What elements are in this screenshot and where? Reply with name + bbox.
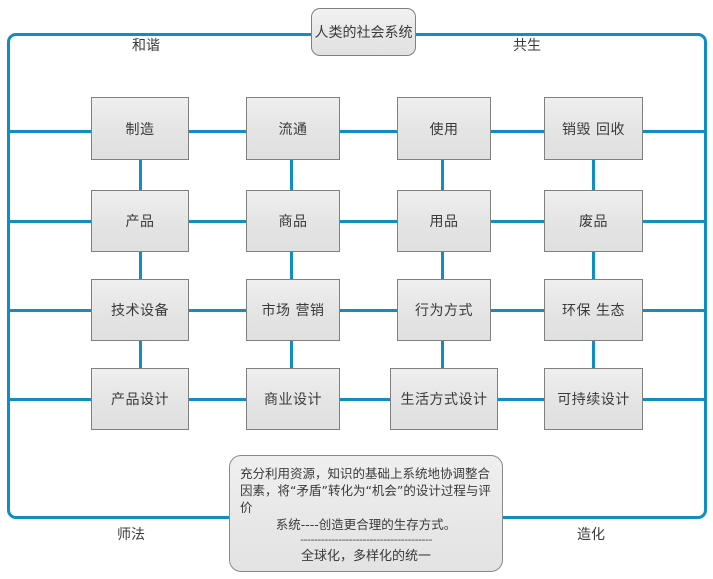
node-row-2-col-3[interactable]: 用品 <box>397 190 491 252</box>
node-row-4-col-4[interactable]: 可持续设计 <box>544 368 643 430</box>
connector-right-row-3 <box>641 309 707 312</box>
node-label: 市场 营销 <box>261 303 325 319</box>
node-label: 用品 <box>429 214 459 230</box>
node-row-1-col-1[interactable]: 制造 <box>91 97 189 160</box>
connector-row-4-col-2-3 <box>338 398 399 401</box>
note-separator: -------------------------------------- <box>300 533 432 546</box>
node-label: 产品 <box>125 214 155 230</box>
node-label: 行为方式 <box>415 303 473 319</box>
node-row-1-col-3[interactable]: 使用 <box>397 97 491 160</box>
node-label: 废品 <box>579 214 608 230</box>
connector-row-4-col-1-2 <box>188 398 248 401</box>
connector-left-row-4 <box>7 398 93 401</box>
connector-col-1-row-2-3 <box>139 250 142 280</box>
connector-right-row-1 <box>641 130 707 133</box>
connector-col-2-row-3-4 <box>290 339 293 369</box>
connector-col-3-row-3-4 <box>441 339 444 369</box>
connector-right-row-2 <box>641 220 707 223</box>
connector-left-row-1 <box>7 130 93 133</box>
connector-col-3-row-2-3 <box>441 250 444 280</box>
node-row-3-col-4[interactable]: 环保 生态 <box>544 279 643 341</box>
connector-col-2-row-2-3 <box>290 250 293 280</box>
node-label: 可持续设计 <box>557 392 630 408</box>
node-row-3-col-1[interactable]: 技术设备 <box>91 279 189 341</box>
connector-left-row-3 <box>7 309 93 312</box>
connector-row-1-col-3-4 <box>488 130 546 133</box>
connector-col-4-row-3-4 <box>592 339 595 369</box>
connector-row-1-col-2-3 <box>338 130 399 133</box>
note-line-1: 充分利用资源，知识的基础上系统地协调整合 <box>240 466 491 481</box>
node-row-2-col-4[interactable]: 废品 <box>544 190 643 252</box>
node-label: 销毁 回收 <box>562 121 625 138</box>
connector-col-3-row-1-2 <box>441 160 444 192</box>
node-row-1-col-2[interactable]: 流通 <box>246 97 340 160</box>
note-line-2: 因素，将“矛盾”转化为“机会”的设计过程与评价 <box>240 483 491 515</box>
node-label: 生活方式设计 <box>400 392 488 408</box>
node-row-4-col-1[interactable]: 产品设计 <box>91 368 189 430</box>
title-box[interactable]: 人类的社会系统 <box>311 8 416 56</box>
node-label: 产品设计 <box>111 392 169 408</box>
connector-row-2-col-2-3 <box>338 220 399 223</box>
node-label: 流通 <box>278 121 308 138</box>
node-row-1-col-4[interactable]: 销毁 回收 <box>544 97 643 160</box>
node-label: 制造 <box>125 121 155 138</box>
corner-label-bottom-left: 师法 <box>117 527 145 543</box>
connector-left-row-2 <box>7 220 93 223</box>
connector-row-3-col-3-4 <box>488 309 546 312</box>
node-row-4-col-2[interactable]: 商业设计 <box>246 368 340 430</box>
connector-row-2-col-3-4 <box>488 220 546 223</box>
node-row-4-col-3[interactable]: 生活方式设计 <box>390 368 498 430</box>
node-row-3-col-3[interactable]: 行为方式 <box>397 279 491 341</box>
connector-row-3-col-1-2 <box>188 309 248 312</box>
node-row-2-col-2[interactable]: 商品 <box>246 190 340 252</box>
connector-row-1-col-1-2 <box>188 130 248 133</box>
connector-col-4-row-1-2 <box>592 160 595 192</box>
connector-col-1-row-1-2 <box>139 160 142 192</box>
connector-col-1-row-3-4 <box>139 339 142 369</box>
node-label: 商品 <box>278 214 308 230</box>
node-label: 商业设计 <box>264 392 322 408</box>
node-label: 使用 <box>429 121 459 138</box>
corner-label-bottom-right: 造化 <box>577 527 605 543</box>
connector-row-3-col-2-3 <box>338 309 399 312</box>
connector-col-2-row-1-2 <box>290 160 293 192</box>
note-line-4: 全球化，多样化的统一 <box>300 549 431 564</box>
corner-label-top-left: 和谐 <box>132 38 160 54</box>
note-line-3: 系统----创造更合理的生存方式。 <box>275 517 457 532</box>
note-box[interactable]: 充分利用资源，知识的基础上系统地协调整合 因素，将“矛盾”转化为“机会”的设计过… <box>229 455 503 572</box>
corner-label-top-right: 共生 <box>513 38 541 54</box>
node-row-3-col-2[interactable]: 市场 营销 <box>246 279 340 341</box>
node-label: 技术设备 <box>111 303 169 319</box>
node-label: 环保 生态 <box>562 303 625 319</box>
connector-col-4-row-2-3 <box>592 250 595 280</box>
connector-right-row-4 <box>641 398 707 401</box>
title-box-label: 人类的社会系统 <box>314 25 413 41</box>
connector-row-4-col-3-4 <box>488 398 546 401</box>
connector-row-2-col-1-2 <box>188 220 248 223</box>
node-row-2-col-1[interactable]: 产品 <box>91 190 189 252</box>
